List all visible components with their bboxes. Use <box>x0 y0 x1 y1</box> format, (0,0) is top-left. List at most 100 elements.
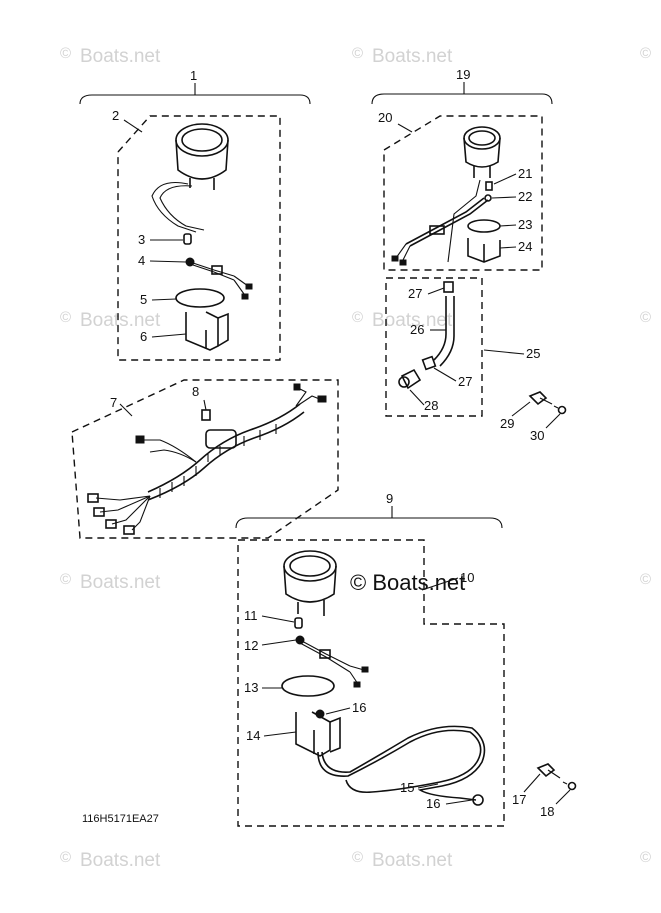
part-13-ring: 13 <box>244 675 335 697</box>
group-25-frame: 25 <box>385 277 540 417</box>
watermark-top-right: © <box>640 45 651 62</box>
callout-8: 8 <box>192 384 199 399</box>
group-7-frame: 7 8 <box>71 379 339 539</box>
watermark-layer: © Boats.net © Boats.net © © Boats.net © Boat… <box>60 45 651 871</box>
part-20-hose-lines <box>391 179 489 266</box>
svg-text:Boats.net: Boats.net <box>372 850 453 871</box>
group-2-frame: 2 <box>112 108 281 361</box>
watermark-top-left: © Boats.net <box>60 45 161 67</box>
callout-10: 10 <box>460 570 474 585</box>
callout-25: 25 <box>526 346 540 361</box>
part-6-bracket: 6 <box>140 311 229 351</box>
part-15-hose: 15 <box>317 725 486 801</box>
svg-text:©: © <box>640 571 651 588</box>
svg-text:Boats.net: Boats.net <box>80 46 161 67</box>
watermark-mid-left: © Boats.net <box>60 309 161 331</box>
part-18-screw: 18 <box>540 781 577 819</box>
part-17-clip: 17 <box>512 763 561 807</box>
svg-text:©: © <box>352 309 363 326</box>
svg-text:©: © <box>640 45 651 62</box>
part-30-screw: 30 <box>530 405 567 443</box>
watermark-bottom-center: © Boats.net <box>352 849 453 871</box>
callout-20: 20 <box>378 110 392 125</box>
callout-12: 12 <box>244 638 258 653</box>
part-27-top-joint: 27 <box>408 281 454 301</box>
callout-22: 22 <box>518 189 532 204</box>
watermark-main: © Boats.net <box>350 570 465 595</box>
callout-27-bottom: 27 <box>458 374 472 389</box>
group-19-bracket: 19 <box>371 67 553 105</box>
svg-text:©: © <box>640 309 651 326</box>
group-9-bracket: 9 <box>235 491 503 529</box>
watermark-bottom-left: © Boats.net <box>60 849 161 871</box>
callout-21: 21 <box>518 166 532 181</box>
gauge-10 <box>283 550 337 616</box>
watermark-top-center: © Boats.net <box>352 45 453 67</box>
part-24-bracket <box>467 238 501 263</box>
callout-1: 1 <box>190 68 197 83</box>
callout-6: 6 <box>140 329 147 344</box>
gauge-20 <box>463 126 501 202</box>
group-20-frame: 20 <box>378 110 543 271</box>
part-23-ring <box>467 219 501 233</box>
callout-4: 4 <box>138 253 145 268</box>
part-14-bracket: 14 <box>246 711 341 757</box>
callout-3: 3 <box>138 232 145 247</box>
part-16-clamp-lower: 16 <box>426 794 484 811</box>
watermark-low-right: © <box>640 571 651 588</box>
callout-16-lower: 16 <box>426 796 440 811</box>
callout-24: 24 <box>518 239 532 254</box>
part-27-bottom-joint: 27 <box>421 355 472 389</box>
svg-text:Boats.net: Boats.net <box>372 46 453 67</box>
part-12-wire: 12 <box>244 635 369 688</box>
callout-15: 15 <box>400 780 414 795</box>
callout-27-top: 27 <box>408 286 422 301</box>
part-26-tube: 26 <box>410 296 455 367</box>
gauge-2 <box>151 123 229 233</box>
part-16-clamp-upper: 16 <box>315 700 366 719</box>
callout-7: 7 <box>110 395 117 410</box>
part-3-bulb: 3 <box>138 232 192 247</box>
svg-text:©: © <box>60 571 71 588</box>
svg-text:Boats.net: Boats.net <box>80 850 161 871</box>
diagram-code: 116H5171EA27 <box>82 813 159 825</box>
callout-5: 5 <box>140 292 147 307</box>
watermark-mid-center: © Boats.net <box>352 309 453 331</box>
svg-text:Boats.net: Boats.net <box>372 310 453 331</box>
group-20-callouts: 21 22 23 24 <box>491 166 532 254</box>
callout-2: 2 <box>112 108 119 123</box>
svg-text:©: © <box>352 45 363 62</box>
group-1-bracket: 1 <box>79 68 311 105</box>
callout-18: 18 <box>540 804 554 819</box>
watermark-bottom-right: © <box>640 849 651 866</box>
part-11-bulb: 11 <box>244 608 303 629</box>
svg-text:Boats.net: Boats.net <box>80 310 161 331</box>
part-5-ring: 5 <box>140 288 225 308</box>
svg-text:©: © <box>60 849 71 866</box>
callout-11: 11 <box>244 608 258 623</box>
part-29-clip: 29 <box>500 391 553 431</box>
callout-19: 19 <box>456 67 470 82</box>
part-7-harness <box>87 383 327 535</box>
svg-text:Boats.net: Boats.net <box>80 572 161 593</box>
callout-17: 17 <box>512 792 526 807</box>
group-10-frame: 10 <box>237 539 505 827</box>
callout-16-upper: 16 <box>352 700 366 715</box>
part-28-fitting: 28 <box>398 368 438 413</box>
callout-26: 26 <box>410 322 424 337</box>
callout-23: 23 <box>518 217 532 232</box>
svg-text:©: © <box>640 849 651 866</box>
callout-9: 9 <box>386 491 393 506</box>
callout-30: 30 <box>530 428 544 443</box>
svg-text:©: © <box>352 849 363 866</box>
watermark-low-left: © Boats.net <box>60 571 161 593</box>
watermark-mid-right: © <box>640 309 651 326</box>
callout-28: 28 <box>424 398 438 413</box>
callout-14: 14 <box>246 728 260 743</box>
callout-13: 13 <box>244 680 258 695</box>
part-4-wire: 4 <box>138 253 253 300</box>
svg-text:©: © <box>60 309 71 326</box>
callout-29: 29 <box>500 416 514 431</box>
svg-text:©: © <box>60 45 71 62</box>
